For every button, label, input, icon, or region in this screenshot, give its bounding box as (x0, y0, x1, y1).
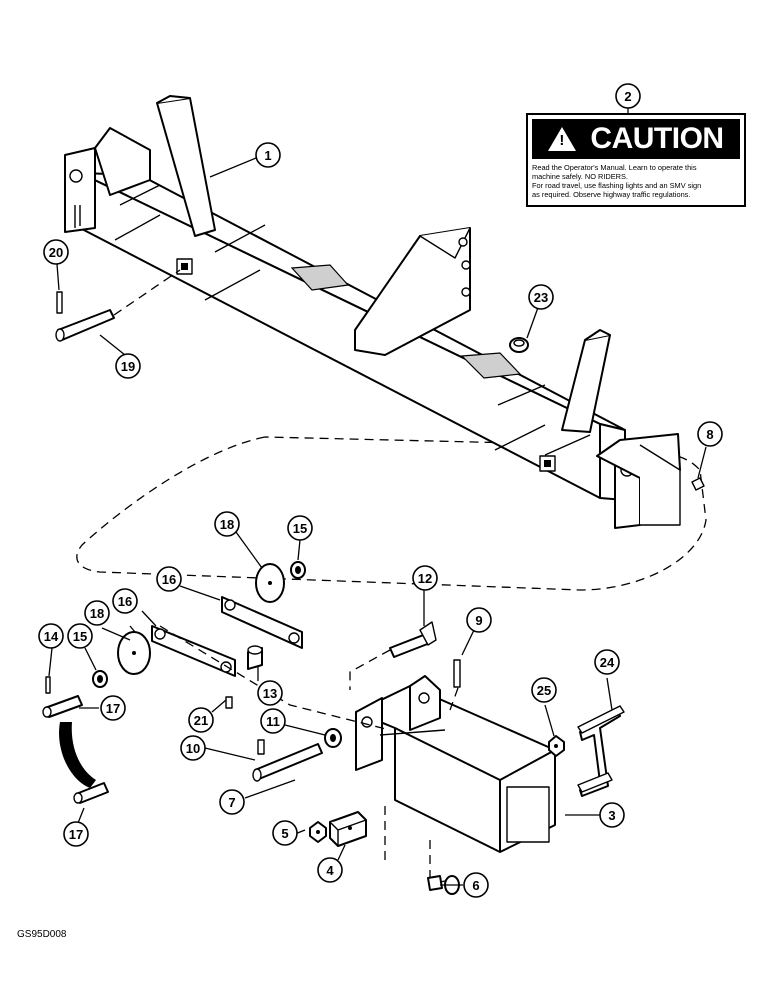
cotter-pin-14 (45, 676, 51, 694)
svg-text:10: 10 (186, 741, 200, 756)
callout-4: 4 (317, 857, 343, 883)
callout-17-upper: 17 (100, 695, 126, 721)
svg-text:3: 3 (608, 808, 615, 823)
svg-text:2: 2 (624, 89, 631, 104)
callout-1: 1 (255, 142, 281, 168)
block-4 (329, 811, 367, 847)
grease-fitting-8 (691, 477, 705, 491)
svg-text:17: 17 (106, 701, 120, 716)
svg-text:24: 24 (600, 655, 615, 670)
svg-text:5: 5 (281, 826, 288, 841)
link-plate-16-lower (151, 625, 236, 677)
pin-17-lower (73, 782, 109, 804)
svg-text:6: 6 (472, 878, 479, 893)
callout-14: 14 (38, 623, 64, 649)
svg-text:9: 9 (475, 613, 482, 628)
svg-text:7: 7 (228, 795, 235, 810)
nut-25 (548, 735, 565, 757)
bushing-13 (247, 645, 263, 670)
assembly-dashed-outline (76, 436, 707, 591)
washer-11 (324, 728, 342, 748)
svg-text:15: 15 (73, 629, 87, 644)
link-plate-16-upper (221, 596, 303, 649)
washer-18-lower (117, 631, 151, 675)
callout-9: 9 (466, 607, 492, 633)
callout-5: 5 (272, 820, 298, 846)
callout-24: 24 (594, 649, 620, 675)
svg-text:17: 17 (69, 827, 83, 842)
svg-text:18: 18 (90, 606, 104, 621)
clevis-pin-7 (252, 743, 323, 782)
hitch-pin-19 (55, 309, 115, 342)
cotter-pin-9 (453, 659, 461, 688)
svg-text:19: 19 (121, 359, 135, 374)
svg-text:14: 14 (44, 629, 59, 644)
callout-16-lower: 16 (112, 588, 138, 614)
hitch-tube-3 (355, 675, 556, 853)
grease-fitting-21 (225, 696, 233, 709)
washer-18-upper (255, 563, 285, 603)
callout-11: 11 (260, 708, 286, 734)
cotter-pin-20 (56, 291, 63, 314)
svg-text:25: 25 (537, 683, 551, 698)
caution-line: as required. Observe highway traffic reg… (532, 190, 691, 199)
callout-15-lower: 15 (67, 623, 93, 649)
svg-text:23: 23 (534, 290, 548, 305)
callout-15-upper: 15 (287, 515, 313, 541)
figure-reference-code: GS95D008 (17, 929, 67, 940)
svg-text:20: 20 (49, 245, 63, 260)
callout-16-upper: 16 (156, 566, 182, 592)
callout-7: 7 (219, 789, 245, 815)
caution-header: ! CAUTION (532, 119, 740, 159)
callout-6: 6 (463, 872, 489, 898)
callout-25: 25 (531, 677, 557, 703)
svg-text:12: 12 (418, 571, 432, 586)
washer-15-lower (92, 670, 108, 688)
caution-text: Read the Operator's Manual. Learn to ope… (532, 163, 740, 199)
svg-text:16: 16 (118, 594, 132, 609)
callout-19: 19 (115, 353, 141, 379)
svg-text:8: 8 (706, 427, 713, 442)
caution-line: machine safely. NO RIDERS. (532, 172, 628, 181)
pin-17-transition-arrow (59, 722, 96, 788)
callout-23: 23 (528, 284, 554, 310)
plug-23 (509, 337, 529, 353)
callout-20: 20 (43, 239, 69, 265)
caution-decal: ! CAUTION Read the Operator's Manual. Le… (526, 113, 746, 207)
callout-18-upper: 18 (214, 511, 240, 537)
callout-17-lower: 17 (63, 821, 89, 847)
svg-text:18: 18 (220, 517, 234, 532)
svg-text:16: 16 (162, 572, 176, 587)
svg-text:4: 4 (326, 863, 334, 878)
svg-text:15: 15 (293, 521, 307, 536)
callout-21: 21 (188, 707, 214, 733)
svg-text:1: 1 (264, 148, 271, 163)
caution-line: For road travel, use flashing lights and… (532, 181, 702, 190)
callout-13: 13 (257, 680, 283, 706)
cotter-pin-10 (257, 739, 265, 755)
hitch-pin-12 (389, 621, 437, 658)
svg-text:21: 21 (194, 713, 208, 728)
svg-text:13: 13 (263, 686, 277, 701)
washer-15-upper (290, 561, 306, 579)
callout-8: 8 (697, 421, 723, 447)
leader-lines (48, 108, 707, 886)
u-bolt-24 (577, 705, 625, 797)
nut-5 (309, 821, 327, 843)
caution-line: Read the Operator's Manual. Learn to ope… (532, 163, 697, 172)
callout-18-lower: 18 (84, 600, 110, 626)
pin-17-upper (42, 695, 83, 718)
callout-3: 3 (599, 802, 625, 828)
caution-title: CAUTION (590, 122, 724, 155)
warning-triangle-icon: ! (548, 127, 577, 151)
svg-text:11: 11 (266, 714, 280, 729)
callout-10: 10 (180, 735, 206, 761)
callout-2: 2 (615, 83, 641, 109)
main-frame-beam (64, 95, 681, 529)
callout-12: 12 (412, 565, 438, 591)
